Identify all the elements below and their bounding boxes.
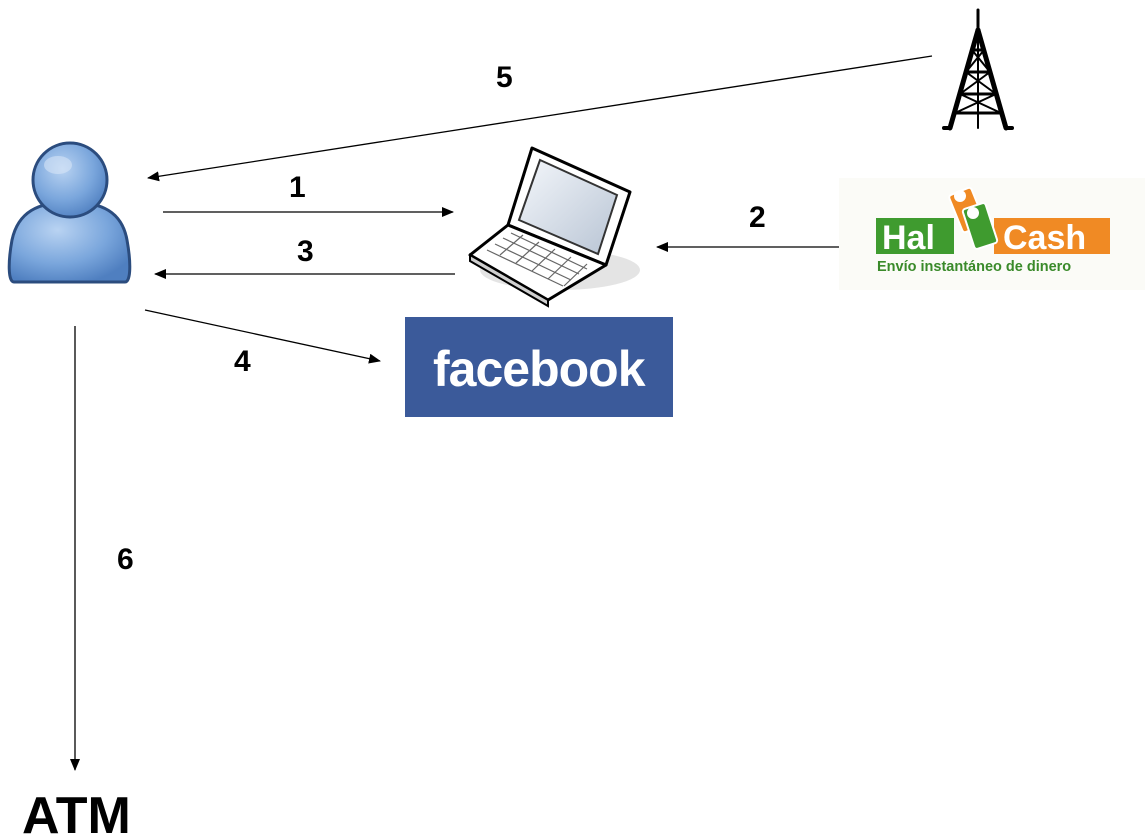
edge-5: 5 xyxy=(147,55,933,182)
edge-6: 6 xyxy=(70,326,134,771)
antenna-tower-icon xyxy=(942,8,1014,131)
halcash-logo: Hal Cash Envío instantáneo de dinero xyxy=(839,178,1145,290)
edge-3-label: 3 xyxy=(297,235,314,268)
edge-2: 2 xyxy=(656,201,840,252)
edge-4: 4 xyxy=(144,309,381,378)
halcash-green-block xyxy=(876,218,954,254)
person-icon xyxy=(7,141,132,284)
edge-3: 3 xyxy=(154,235,455,279)
edge-4-label: 4 xyxy=(234,345,251,378)
halcash-orange-block xyxy=(994,218,1110,254)
edge-2-label: 2 xyxy=(749,201,766,234)
atm-label: ATM xyxy=(22,787,131,837)
halcash-left-text: Hal xyxy=(882,219,935,257)
halcash-right-text: Cash xyxy=(1003,219,1086,257)
laptop-icon xyxy=(468,146,640,308)
edge-1-label: 1 xyxy=(289,171,306,204)
facebook-logo-text: facebook xyxy=(433,341,646,397)
edge-5-label: 5 xyxy=(496,61,513,94)
edge-1: 1 xyxy=(163,171,454,217)
halcash-tagline: Envío instantáneo de dinero xyxy=(877,259,1071,275)
facebook-logo: facebook xyxy=(405,317,673,417)
money-phone-icon xyxy=(948,186,999,250)
edge-6-label: 6 xyxy=(117,543,134,576)
